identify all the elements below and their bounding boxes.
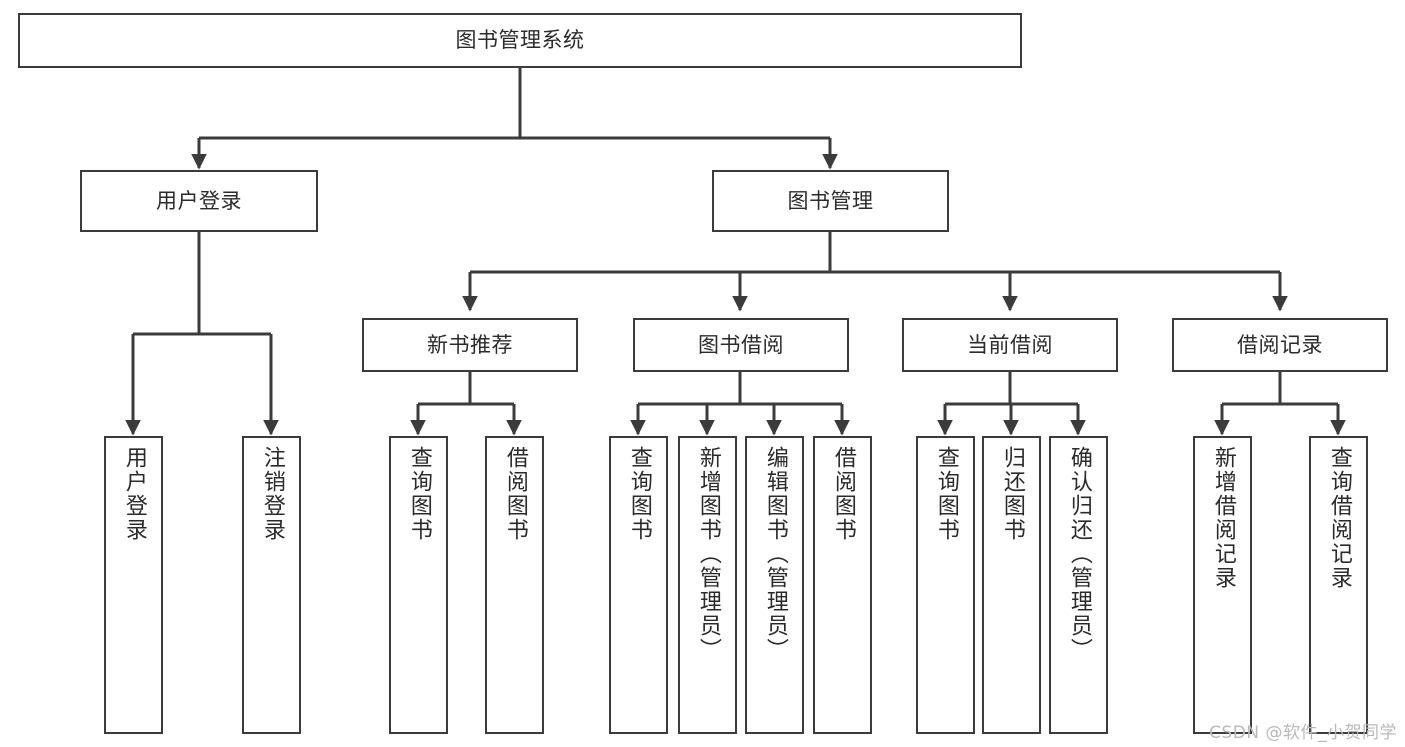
node-leaf-cur-query-book[interactable]: 查询图书 bbox=[916, 436, 975, 734]
node-leaf-rec-query-book-label: 查询图书 bbox=[406, 446, 432, 542]
node-leaf-borrow-add-book-label: 新增图书（管理员） bbox=[695, 446, 721, 662]
node-leaf-cur-query-book-label: 查询图书 bbox=[933, 446, 959, 542]
node-leaf-borrow-edit-book[interactable]: 编辑图书（管理员） bbox=[745, 436, 804, 734]
node-new-book-rec[interactable]: 新书推荐 bbox=[362, 318, 578, 372]
node-leaf-borrow-borrow-book[interactable]: 借阅图书 bbox=[813, 436, 872, 734]
node-leaf-borrow-edit-book-label: 编辑图书（管理员） bbox=[762, 446, 788, 662]
node-current-borrow-label: 当前借阅 bbox=[967, 332, 1053, 357]
node-leaf-cur-confirm-return[interactable]: 确认归还（管理员） bbox=[1049, 436, 1108, 734]
node-book-borrow[interactable]: 图书借阅 bbox=[633, 318, 849, 372]
node-book-manage-label: 图书管理 bbox=[787, 188, 874, 213]
node-leaf-cur-return-book-label: 归还图书 bbox=[999, 446, 1025, 542]
node-leaf-borrow-query-book-label: 查询图书 bbox=[626, 446, 652, 542]
node-leaf-user-login-label: 用户登录 bbox=[121, 446, 147, 542]
node-borrow-record[interactable]: 借阅记录 bbox=[1172, 318, 1388, 372]
node-borrow-record-label: 借阅记录 bbox=[1237, 332, 1323, 357]
node-leaf-cur-return-book[interactable]: 归还图书 bbox=[982, 436, 1041, 734]
node-leaf-rec-add-record[interactable]: 新增借阅记录 bbox=[1193, 436, 1252, 734]
node-leaf-borrow-borrow-book-label: 借阅图书 bbox=[830, 446, 856, 542]
node-leaf-user-login[interactable]: 用户登录 bbox=[104, 436, 163, 734]
node-user-login[interactable]: 用户登录 bbox=[80, 170, 318, 232]
node-book-manage[interactable]: 图书管理 bbox=[712, 170, 949, 232]
node-book-borrow-label: 图书借阅 bbox=[698, 332, 784, 357]
node-leaf-rec-add-record-label: 新增借阅记录 bbox=[1210, 446, 1236, 590]
node-leaf-rec-query-record-label: 查询借阅记录 bbox=[1326, 446, 1352, 590]
node-leaf-borrow-query-book[interactable]: 查询图书 bbox=[609, 436, 668, 734]
node-leaf-user-logout[interactable]: 注销登录 bbox=[242, 436, 301, 734]
csdn-watermark: CSDN @软件_小贺同学 bbox=[1209, 723, 1397, 743]
node-leaf-user-logout-label: 注销登录 bbox=[259, 446, 285, 542]
node-user-login-label: 用户登录 bbox=[156, 188, 242, 213]
node-leaf-borrow-add-book[interactable]: 新增图书（管理员） bbox=[678, 436, 737, 734]
node-leaf-rec-query-record[interactable]: 查询借阅记录 bbox=[1309, 436, 1368, 734]
node-leaf-rec-borrow-book-label: 借阅图书 bbox=[502, 446, 528, 542]
node-new-book-rec-label: 新书推荐 bbox=[427, 332, 513, 357]
node-leaf-cur-confirm-return-label: 确认归还（管理员） bbox=[1066, 446, 1092, 662]
node-root[interactable]: 图书管理系统 bbox=[18, 13, 1022, 68]
node-leaf-rec-query-book[interactable]: 查询图书 bbox=[389, 436, 448, 734]
node-leaf-rec-borrow-book[interactable]: 借阅图书 bbox=[485, 436, 544, 734]
node-current-borrow[interactable]: 当前借阅 bbox=[902, 318, 1118, 372]
node-root-label: 图书管理系统 bbox=[455, 28, 585, 53]
